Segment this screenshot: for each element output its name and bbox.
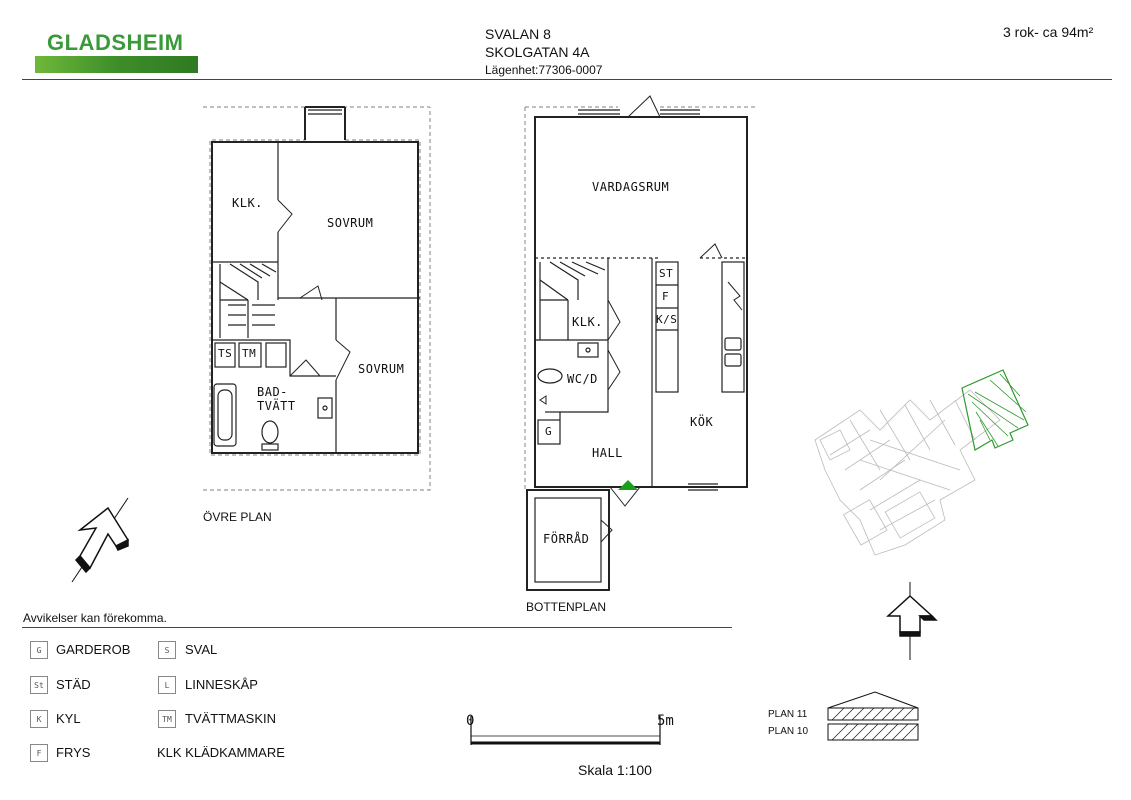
- room-label-klk-upper: KLK.: [232, 196, 263, 210]
- legend-code: TM: [158, 710, 176, 728]
- fixture-label-g: G: [545, 425, 553, 438]
- legend-label: GARDEROB: [56, 642, 131, 657]
- upper-plan-caption: ÖVRE PLAN: [203, 510, 272, 524]
- north-arrow-right: [886, 582, 938, 660]
- legend-code: St: [30, 676, 48, 694]
- site-plan: [814, 389, 1001, 556]
- legend-divider: [22, 627, 732, 628]
- scale-label: Skala 1:100: [578, 762, 652, 778]
- legend-item-linneskap: L: [158, 676, 176, 694]
- header-divider: [22, 79, 1112, 80]
- room-label-tvatt: TVÄTT: [257, 399, 296, 413]
- scale-start: 0: [466, 713, 475, 729]
- logo-bar: [35, 56, 198, 73]
- legend-label: LINNESKÅP: [185, 677, 258, 692]
- room-label-sovrum-1: SOVRUM: [327, 216, 374, 230]
- entrance-marker: [618, 480, 638, 490]
- legend-code: S: [158, 641, 176, 659]
- room-label-bad: BAD-: [257, 385, 288, 399]
- plan-label-lower: PLAN 10: [768, 726, 809, 737]
- legend-label: FRYS: [56, 745, 91, 760]
- legend-label-kladkammare: KLK KLÄDKAMMARE: [157, 745, 285, 760]
- legend-item-kyl: K: [30, 710, 48, 728]
- site-highlight: [961, 369, 1029, 451]
- legend-code: K: [30, 710, 48, 728]
- legend-item-stad: St: [30, 676, 48, 694]
- company-logo: GLADSHEIM: [47, 30, 184, 55]
- apartment-number: Lägenhet:77306-0007: [485, 63, 603, 77]
- disclaimer: Avvikelser kan förekomma.: [23, 611, 167, 625]
- legend-code: G: [30, 641, 48, 659]
- legend-code: L: [158, 676, 176, 694]
- room-label-forrad: FÖRRÅD: [543, 532, 590, 546]
- fixture-label-ts: TS: [218, 347, 233, 360]
- legend-label: KYL: [56, 711, 81, 726]
- fixture-label-st: ST: [659, 267, 674, 280]
- room-label-wcd: WC/D: [567, 372, 598, 386]
- plan-section-icon: [827, 691, 919, 741]
- apartment-size: 3 rok- ca 94m²: [1003, 24, 1094, 40]
- fixture-label-f: F: [662, 290, 670, 303]
- legend-item-sval: S: [158, 641, 176, 659]
- scale-bar: [470, 716, 661, 745]
- property-address: SKOLGATAN 4A: [485, 44, 590, 60]
- room-label-klk-ground: KLK.: [572, 315, 603, 329]
- room-label-vardagsrum: VARDAGSRUM: [592, 180, 670, 194]
- plan-label-upper: PLAN 11: [768, 709, 808, 720]
- legend-item-garderob: G: [30, 641, 48, 659]
- north-arrow-left: [71, 497, 130, 583]
- fixture-label-tm: TM: [242, 347, 257, 360]
- legend-item-tvattmaskin: TM: [158, 710, 176, 728]
- room-label-hall: HALL: [592, 446, 623, 460]
- room-label-sovrum-2: SOVRUM: [358, 362, 405, 376]
- scale-end: 5m: [657, 713, 674, 729]
- legend-code: F: [30, 744, 48, 762]
- room-label-kok: KÖK: [690, 415, 714, 429]
- legend-label: SVAL: [185, 642, 218, 657]
- legend-label: STÄD: [56, 677, 91, 692]
- ground-plan-caption: BOTTENPLAN: [526, 600, 607, 614]
- legend-item-frys: F: [30, 744, 48, 762]
- property-name: SVALAN 8: [485, 26, 551, 42]
- legend-label: TVÄTTMASKIN: [185, 711, 277, 726]
- fixture-label-ks: K/S: [656, 313, 678, 326]
